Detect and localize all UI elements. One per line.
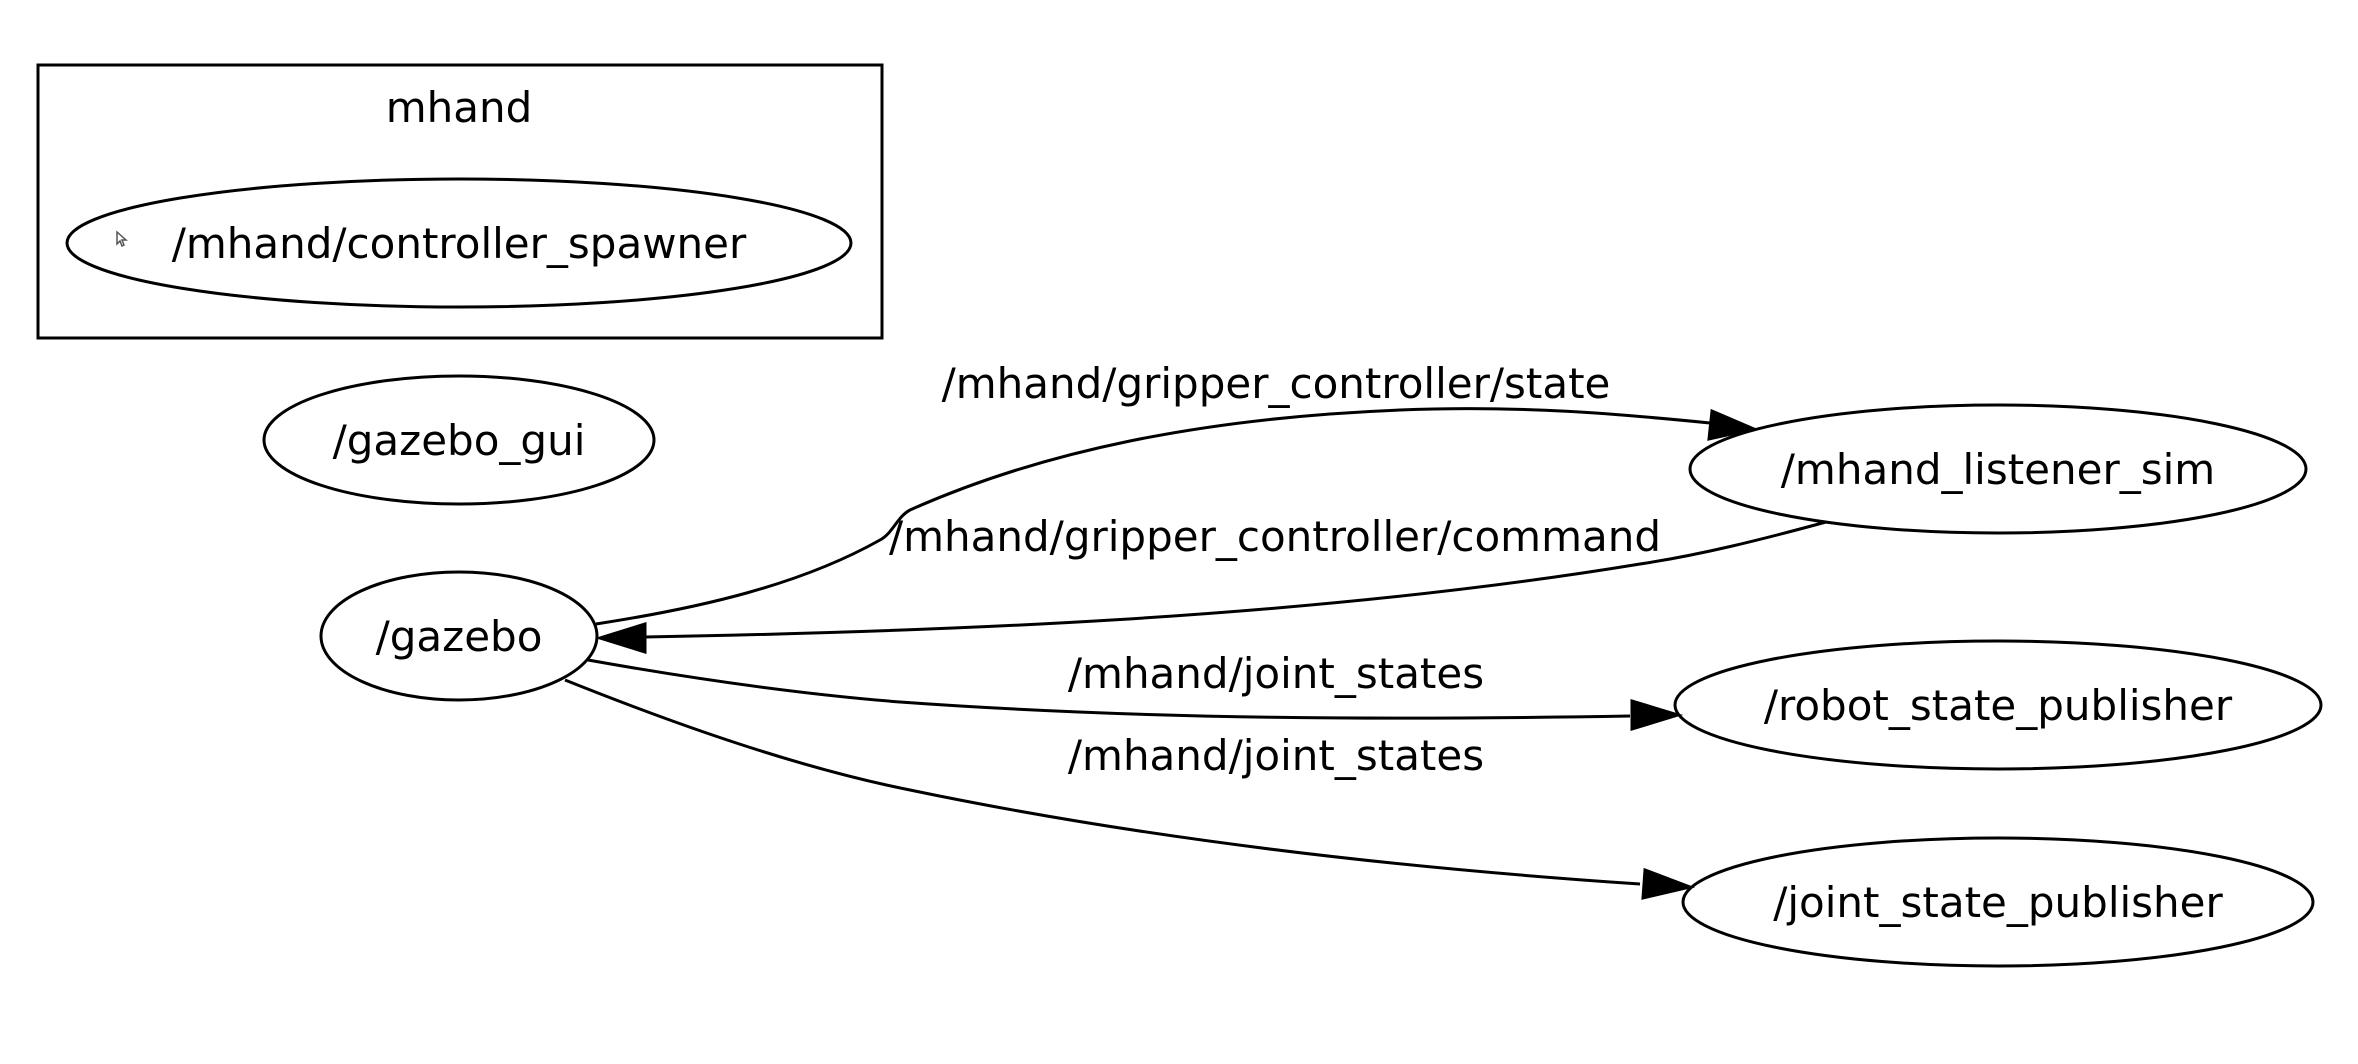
node-joint-state-publisher[interactable]: /joint_state_publisher: [1681, 836, 2315, 968]
edge-gripper-command-label: /mhand/gripper_controller/command: [889, 512, 1661, 561]
edge-gripper-command-arrowhead: [594, 621, 647, 655]
node-mhand-listener-sim-label: /mhand_listener_sim: [1781, 445, 2215, 494]
node-controller-spawner[interactable]: /mhand/controller_spawner: [65, 177, 853, 309]
edge-gripper-command[interactable]: /mhand/gripper_controller/command: [594, 512, 1827, 655]
edge-joint-states-joint-arrowhead: [1641, 867, 1696, 900]
cluster-mhand[interactable]: mhand: [36, 63, 884, 340]
cursor-arrow-icon: [116, 230, 128, 248]
node-robot-state-publisher-label: /robot_state_publisher: [1764, 681, 2233, 730]
node-controller-spawner-ellipse: [65, 177, 853, 309]
edge-gripper-state-arrowhead: [1707, 408, 1759, 441]
cluster-mhand-box: [36, 63, 884, 340]
edge-gripper-state[interactable]: /mhand/gripper_controller/state: [595, 359, 1759, 626]
edge-joint-states-robot[interactable]: /mhand/joint_states: [587, 649, 1684, 732]
node-gazebo[interactable]: /gazebo: [319, 570, 599, 702]
node-gazebo-gui[interactable]: /gazebo_gui: [262, 374, 656, 506]
edge-joint-states-joint-label: /mhand/joint_states: [1068, 731, 1484, 780]
node-gazebo-label: /gazebo: [376, 612, 543, 661]
edge-joint-states-robot-line: [587, 658, 1631, 720]
node-joint-state-publisher-ellipse: [1681, 836, 2315, 968]
edge-gripper-state-label: /mhand/gripper_controller/state: [942, 359, 1611, 408]
edge-gripper-state-line: [595, 407, 1711, 626]
edge-joint-states-robot-label: /mhand/joint_states: [1068, 649, 1484, 698]
edge-gripper-command-line: [644, 520, 1827, 639]
node-gazebo-ellipse: [319, 570, 599, 702]
node-mhand-listener-sim-ellipse: [1688, 403, 2308, 535]
edge-joint-states-joint[interactable]: /mhand/joint_states: [564, 678, 1696, 900]
node-joint-state-publisher-label: /joint_state_publisher: [1773, 878, 2223, 927]
edge-joint-states-joint-line: [564, 678, 1641, 886]
cluster-mhand-label: mhand: [386, 83, 533, 132]
edge-joint-states-robot-arrowhead: [1630, 698, 1684, 732]
node-robot-state-publisher[interactable]: /robot_state_publisher: [1673, 639, 2323, 771]
node-gazebo-gui-label: /gazebo_gui: [333, 416, 586, 465]
node-mhand-listener-sim[interactable]: /mhand_listener_sim: [1688, 403, 2308, 535]
node-gazebo-gui-ellipse: [262, 374, 656, 506]
node-controller-spawner-label: /mhand/controller_spawner: [172, 219, 747, 268]
node-robot-state-publisher-ellipse: [1673, 639, 2323, 771]
